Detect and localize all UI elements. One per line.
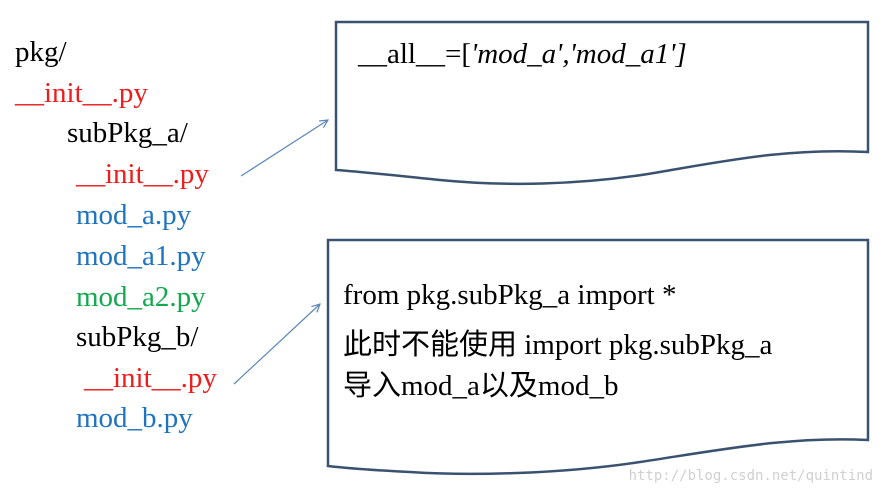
top-document-box [334, 20, 870, 186]
tree-item-subpkg-a: subPkg_a/ [67, 117, 188, 149]
tree-item-pkg-init: __init__.py [15, 77, 148, 109]
tree-item-mod-a1: mod_a1.py [76, 240, 206, 272]
note-line-2: 导入mod_a以及mod_b [343, 370, 619, 402]
all-list-items: 'mod_a','mod_a1' [471, 38, 676, 70]
tree-item-subpkg-a-init: __init__.py [76, 158, 209, 190]
bottom-document-box [326, 238, 870, 476]
tree-item-subpkg-b-init: __init__.py [84, 362, 217, 394]
tree-item-pkg: pkg/ [15, 36, 67, 68]
arrow-to-bottom-box [233, 304, 320, 385]
all-declaration: __all__=['mod_a','mod_a1'] [358, 40, 687, 69]
import-statement: from pkg.subPkg_a import * [343, 279, 677, 311]
watermark: http://blog.csdn.net/quintind [628, 468, 873, 484]
tree-item-mod-a2: mod_a2.py [76, 281, 206, 313]
all-prefix: __all__=[ [358, 38, 471, 70]
all-suffix: ] [675, 38, 687, 70]
tree-item-mod-a: mod_a.py [76, 199, 192, 231]
tree-item-mod-b: mod_b.py [76, 402, 193, 434]
tree-item-subpkg-b: subPkg_b/ [76, 321, 199, 353]
note-line-1: 此时不能使用 import pkg.subPkg_a [343, 329, 773, 361]
arrow-to-top-box [240, 120, 328, 177]
